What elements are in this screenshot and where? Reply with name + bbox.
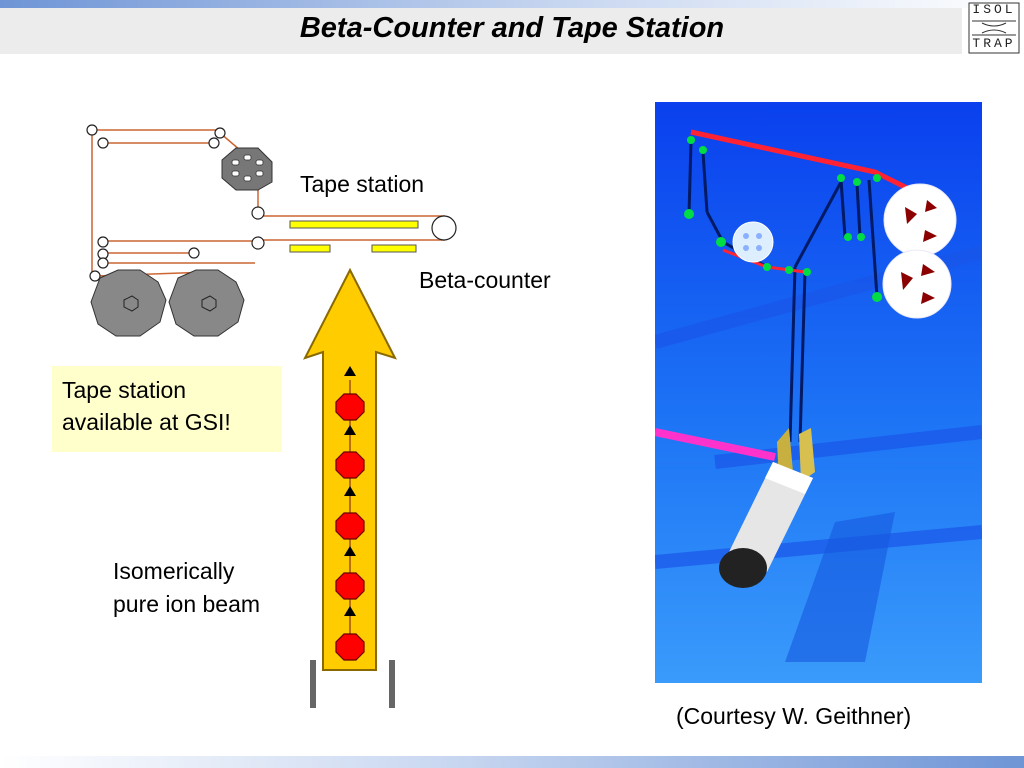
isoltrap-logo: ISOL TRAP (968, 2, 1020, 54)
tape-path (91, 129, 445, 278)
note-line-1: Tape station (62, 377, 187, 403)
guide-rollers (86, 124, 457, 282)
label-tape-station: Tape station (300, 171, 425, 197)
logo-text-top: ISOL (972, 2, 1016, 17)
ions (335, 366, 365, 661)
label-beam-line-1: Isomerically (113, 558, 235, 584)
beam-post-right (389, 660, 395, 708)
title-band (0, 8, 962, 54)
tape-station-3d-rendering (655, 102, 982, 683)
top-gradient-bar (0, 0, 1024, 8)
note-line-2: available at GSI! (62, 409, 231, 435)
gsi-note-box: Tape station available at GSI! (52, 366, 282, 452)
beta-counter-plates (289, 220, 419, 253)
beam-post-left (310, 660, 316, 708)
logo-frame (968, 2, 1020, 54)
capstan-wheel (221, 147, 273, 191)
label-beam-line-2: pure ion beam (113, 591, 261, 617)
label-beta-counter: Beta-counter (419, 267, 551, 293)
slide-title: Beta-Counter and Tape Station (299, 12, 725, 44)
logo-text-bottom: TRAP (972, 36, 1016, 51)
tape-reels (90, 269, 245, 337)
rendering-graphic (655, 129, 982, 662)
courtesy-caption: (Courtesy W. Geithner) (676, 703, 912, 729)
bottom-gradient-bar (0, 756, 1024, 768)
